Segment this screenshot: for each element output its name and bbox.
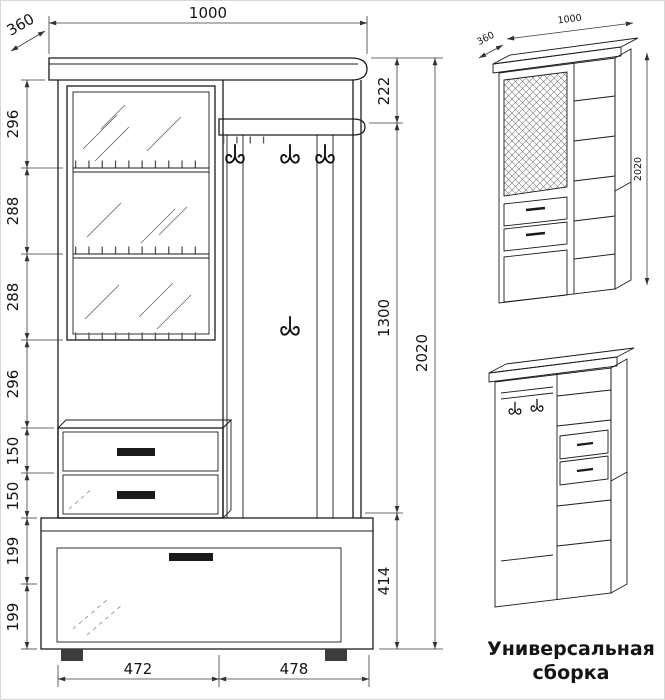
coat-hook-icon [530,398,544,412]
coat-hook-icon [280,143,300,164]
drawer-handle [117,491,155,499]
drawer-front-2 [62,474,219,515]
iso-dim-label-width: 1000 [557,13,582,27]
iso-dim-label-height: 2020 [633,157,644,181]
dim-label-left-5: 150 [4,437,22,466]
drawer-handle [117,448,155,456]
iso-shelves-2 [556,389,612,547]
dim-label-top-width: 1000 [189,4,227,22]
iso-dim-label-depth: 360 [475,30,496,48]
drawer-front-1 [62,431,219,472]
mirror-glass-hatching [82,104,192,330]
coat-hook-icon [280,315,300,336]
foot [325,649,347,661]
caption-line-2: сборка [533,662,610,684]
caption-line-1: Универсальная [487,638,655,660]
mirror-shelves [73,160,209,340]
iso-shelves [573,95,616,260]
dim-label-left-3: 288 [4,283,22,312]
iso-drawers [503,196,568,252]
dim-label-left-2: 288 [4,197,22,226]
dim-label-left-7: 199 [4,537,22,566]
dim-label-left-1: 296 [4,110,22,139]
dim-label-right-1: 222 [375,77,393,106]
front-view: 1000 360 296 288 288 2 [4,4,443,687]
dim-label-left-4: 296 [4,370,22,399]
coat-hook-icon [508,401,522,415]
coat-hook-icon [225,143,245,164]
dim-label-right-3: 414 [375,567,393,596]
dim-label-bottom-left: 472 [124,660,153,678]
foot [61,649,83,661]
dim-label-left-8: 199 [4,603,22,632]
mirror-panel [66,85,216,341]
dimension-bottom: 472 478 [57,655,370,687]
dim-label-right-2: 1300 [375,299,393,337]
dimension-top-width: 1000 [48,4,368,54]
iso-mirror-panel [503,71,568,197]
iso-door [503,249,568,303]
cabinet-door [56,547,342,643]
iso-hook-rail [500,386,554,415]
dimension-chain-right: 222 1300 414 2020 [365,57,443,650]
dimension-chain-left: 296 288 288 296 150 150 199 199 [4,79,63,650]
door-handle [169,553,213,561]
coat-hook-panel [225,135,335,518]
iso-drawers-2 [559,429,609,486]
iso-view-top: 360 1000 2020 [475,13,650,304]
dim-label-total-height: 2020 [413,334,431,372]
dim-label-left-6: 150 [4,482,22,511]
top-cornice [48,57,368,81]
dim-label-bottom-right: 478 [280,660,309,678]
iso-view-bottom [488,347,635,608]
carcass [57,80,362,518]
dim-label-top-depth: 360 [4,10,38,40]
top-right-shelf [218,118,366,144]
dimension-top-depth: 360 [4,10,46,52]
bottom-cabinet [40,517,374,661]
coat-hook-icon [315,143,335,164]
drawer-unit [56,418,233,520]
